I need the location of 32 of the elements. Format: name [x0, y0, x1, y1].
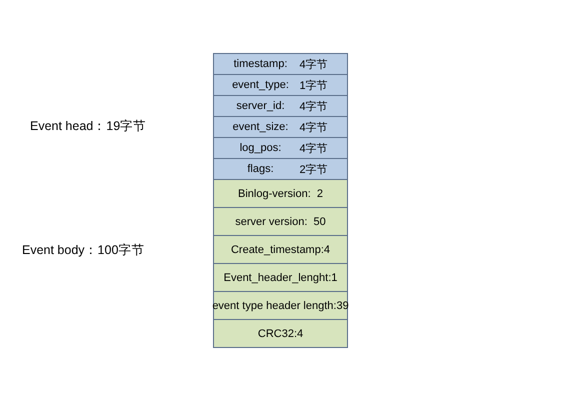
field-size: 4字节	[300, 100, 329, 114]
field-text: event type header length:39	[212, 300, 349, 312]
field-text: server version: 50	[235, 216, 326, 228]
field-size: 4字节	[300, 58, 329, 72]
table-row	[213, 235, 348, 264]
table-row	[213, 116, 348, 138]
field-name: event_type:	[231, 79, 290, 91]
table-row	[213, 179, 348, 208]
table-row	[213, 137, 348, 159]
table-row	[213, 291, 348, 320]
field-name: event_size:	[232, 121, 290, 133]
section-label: Event body：100字节	[22, 242, 144, 259]
field-name: log_pos:	[238, 142, 282, 154]
field-text: Create_timestamp:4	[230, 244, 330, 256]
table-row	[213, 158, 348, 180]
table-row	[213, 207, 348, 236]
field-size: 1字节	[300, 78, 329, 92]
field-text: Event_header_lenght:1	[224, 272, 338, 284]
table-row	[213, 53, 348, 75]
field-size: 4字节	[300, 142, 329, 156]
table-row	[213, 74, 348, 96]
table-row	[213, 319, 348, 348]
section-label: Event head：19字节	[30, 118, 146, 135]
field-size: 4字节	[300, 120, 329, 134]
table-row	[213, 95, 348, 117]
field-size: 2字节	[300, 162, 329, 176]
field-name: server_id:	[235, 100, 286, 112]
field-name: flags:	[246, 163, 275, 175]
field-text: CRC32:4	[258, 328, 304, 340]
field-name: timestamp:	[232, 58, 288, 70]
field-text: Binlog-version: 2	[238, 188, 323, 200]
table-row	[213, 263, 348, 292]
